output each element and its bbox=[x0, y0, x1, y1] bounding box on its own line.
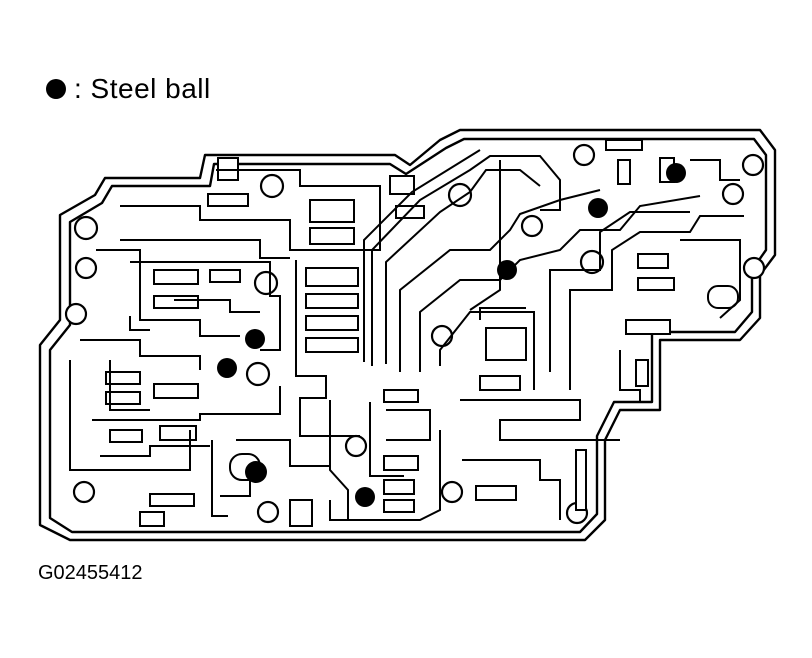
steel-ball bbox=[245, 461, 267, 483]
hole bbox=[447, 182, 473, 208]
hole bbox=[259, 173, 285, 199]
legend-label: : Steel ball bbox=[74, 73, 211, 104]
hole bbox=[245, 361, 271, 387]
hole bbox=[742, 256, 766, 280]
hole bbox=[520, 214, 544, 238]
hole bbox=[572, 143, 596, 167]
steel-ball bbox=[666, 163, 686, 183]
steel-balls bbox=[217, 163, 686, 507]
steel-ball bbox=[588, 198, 608, 218]
hole bbox=[72, 480, 96, 504]
hole bbox=[73, 215, 99, 241]
hole bbox=[64, 302, 88, 326]
hole bbox=[741, 153, 765, 177]
hole bbox=[256, 500, 280, 524]
steel-ball bbox=[217, 358, 237, 378]
hole bbox=[440, 480, 464, 504]
hole bbox=[579, 249, 605, 275]
plate-outline bbox=[38, 128, 777, 542]
legend: : Steel ball bbox=[46, 72, 211, 106]
valve-bores bbox=[105, 139, 739, 527]
steel-ball bbox=[245, 329, 265, 349]
hole bbox=[74, 256, 98, 280]
steel-ball-legend-icon bbox=[46, 79, 66, 99]
steel-ball bbox=[355, 487, 375, 507]
fluid-passages bbox=[69, 149, 744, 521]
hole bbox=[344, 434, 368, 458]
hole bbox=[253, 270, 279, 296]
figure-id: G02455412 bbox=[38, 562, 143, 584]
hole bbox=[430, 324, 454, 348]
hole bbox=[721, 182, 745, 206]
steel-ball bbox=[497, 260, 517, 280]
